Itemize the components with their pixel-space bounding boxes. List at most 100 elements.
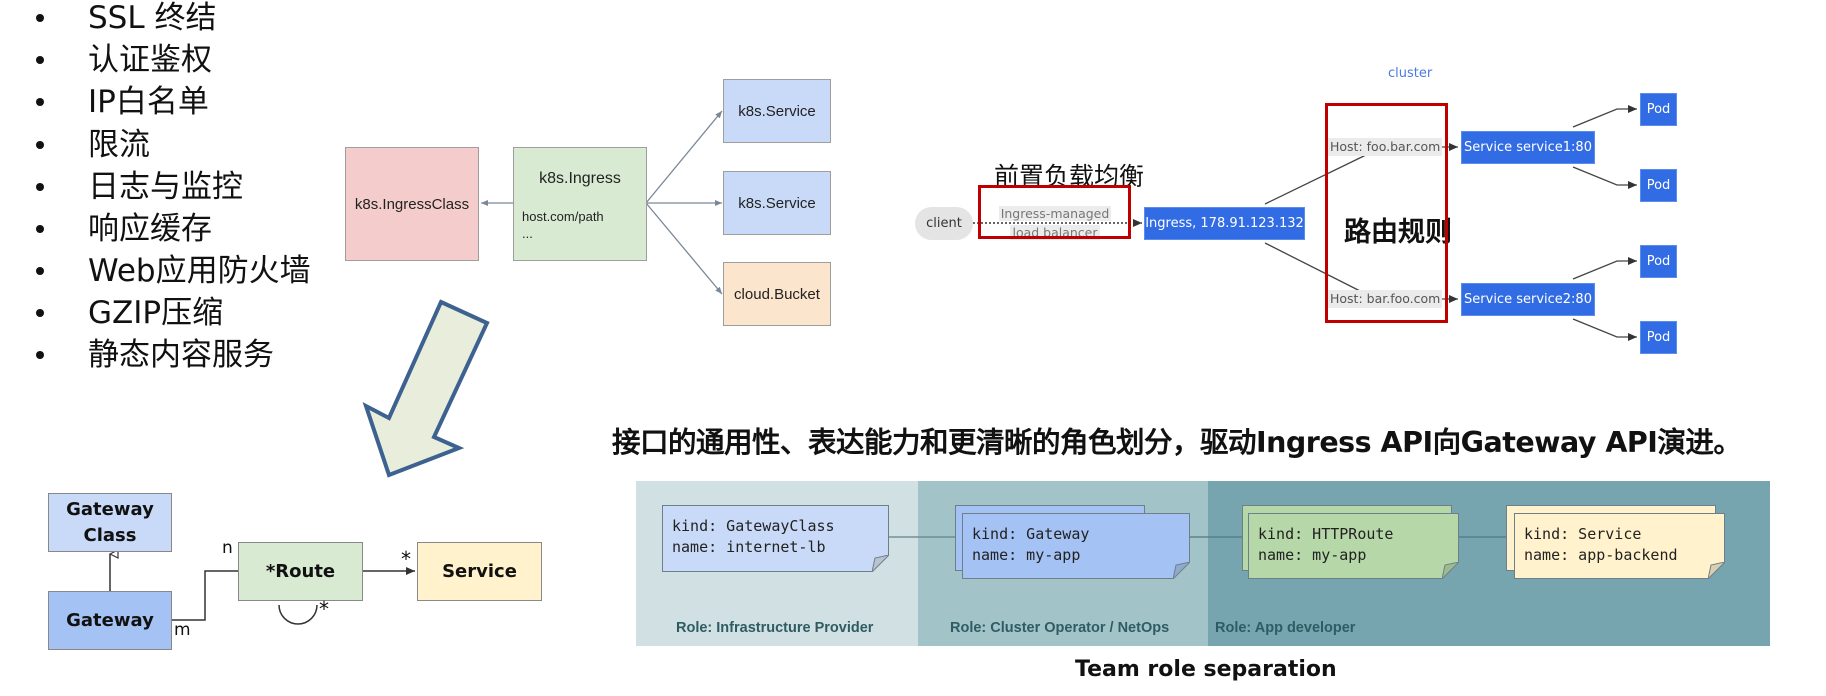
backend-service-box: k8s.Service — [723, 171, 831, 235]
feature-item: 静态内容服务 — [0, 334, 332, 376]
feature-list: SSL 终结 认证鉴权 IP白名单 限流 日志与监控 响应缓存 Web应用防火墙… — [0, 0, 332, 400]
ingress-box: k8s.Ingress host.com/path ... — [513, 147, 647, 261]
ingress-to-bucket-link — [645, 202, 723, 295]
pod-label: Pod — [1646, 102, 1671, 117]
feature-item: Web应用防火墙 — [0, 250, 332, 292]
gatewayclass-line1: Gateway — [66, 498, 154, 520]
ingressclass-label: k8s.IngressClass — [354, 195, 470, 213]
bullet-icon — [36, 56, 44, 64]
note-kind: kind: GatewayClass — [672, 517, 835, 535]
gateway-to-route-link — [171, 570, 238, 621]
feature-text: 静态内容服务 — [88, 337, 274, 373]
route-model-box: *Route — [238, 542, 363, 601]
pod-node: Pod — [1640, 169, 1677, 202]
feature-item: 认证鉴权 — [0, 39, 332, 81]
headline: 接口的通用性、表达能力和更清晰的角色划分，驱动Ingress API向Gatew… — [612, 426, 1742, 459]
bullet-icon — [36, 267, 44, 275]
ingress-to-host1-link — [1264, 153, 1369, 205]
ingress-rules: host.com/path ... — [522, 208, 604, 242]
service2-to-pod3-link — [1572, 257, 1637, 280]
pod-label: Pod — [1646, 178, 1671, 193]
backend-label: k8s.Service — [738, 102, 816, 120]
backend-bucket-box: cloud.Bucket — [723, 262, 831, 326]
bullet-icon — [36, 98, 44, 106]
service-node-label: Service service2:80 — [1464, 292, 1592, 307]
routing-rules-highlight — [1325, 103, 1448, 323]
gateway-model-box: Gateway — [48, 591, 172, 650]
pod-label: Pod — [1646, 330, 1671, 345]
note-name: name: my-app — [972, 546, 1081, 564]
note-kind: kind: Gateway — [972, 525, 1090, 543]
bullet-icon — [36, 309, 44, 317]
service-node: Service service1:80 — [1461, 131, 1595, 164]
host-rule-label: Host: bar.foo.com — [1328, 290, 1443, 308]
gateway-model-label: Gateway — [66, 609, 154, 631]
backend-label: cloud.Bucket — [734, 285, 820, 303]
bullet-icon — [36, 183, 44, 191]
feature-text: IP白名单 — [88, 84, 209, 120]
client-label: client — [926, 216, 962, 231]
httproute-resource-note: kind: HTTPRoute name: my-app — [1248, 513, 1459, 579]
role-label-infrastructure: Role: Infrastructure Provider — [676, 620, 874, 636]
service1-to-pod1-link — [1572, 105, 1637, 128]
multiplicity-m: m — [174, 620, 191, 640]
note-kind: kind: HTTPRoute — [1258, 525, 1394, 543]
gateway-model-links — [0, 0, 415, 625]
feature-item: 限流 — [0, 124, 332, 166]
feature-text: 认证鉴权 — [88, 42, 212, 78]
ingress-node-label: Ingress, 178.91.123.132 — [1145, 216, 1304, 231]
feature-text: 日志与监控 — [88, 169, 243, 205]
gatewayclass-resource-note: kind: GatewayClass name: internet-lb — [662, 505, 889, 572]
service1-to-pod2-link — [1572, 166, 1637, 189]
page-fold-icon — [1442, 562, 1459, 579]
feature-text: Web应用防火墙 — [88, 253, 311, 289]
routing-rules-annotation: 路由规则 — [1344, 217, 1452, 248]
load-balancer-highlight — [978, 185, 1131, 239]
service-node: Service service2:80 — [1461, 283, 1595, 316]
backend-service-box: k8s.Service — [723, 79, 831, 143]
multiplicity-n: n — [222, 538, 233, 558]
service2-to-pod4-link — [1572, 318, 1637, 341]
feature-text: 响应缓存 — [88, 211, 212, 247]
role-label-app-developer: Role: App developer — [1215, 620, 1356, 636]
ingress-title: k8s.Ingress — [539, 170, 621, 187]
route-model-label: *Route — [265, 560, 336, 582]
bullet-icon — [36, 141, 44, 149]
ingress-rule: host.com/path — [522, 209, 604, 224]
client-node: client — [915, 207, 973, 240]
gateway-resource-note: kind: Gateway name: my-app — [962, 513, 1190, 579]
feature-item: IP白名单 — [0, 81, 332, 123]
feature-item: SSL 终结 — [0, 0, 332, 39]
cluster-label: cluster — [1388, 66, 1433, 81]
feature-text: 限流 — [88, 127, 150, 163]
page-fold-icon — [1173, 562, 1190, 579]
backend-label: k8s.Service — [738, 194, 816, 212]
role-label-cluster-operator: Role: Cluster Operator / NetOps — [950, 620, 1170, 636]
feature-item: GZIP压缩 — [0, 292, 332, 334]
ingress-more: ... — [522, 226, 533, 241]
host-rule-label: Host: foo.bar.com — [1328, 138, 1443, 156]
service-model-box: Service — [417, 542, 542, 601]
multiplicity-route-service: * — [401, 547, 411, 571]
feature-text: SSL 终结 — [88, 0, 217, 36]
feature-text: GZIP压缩 — [88, 295, 224, 331]
route-self-link — [278, 604, 318, 625]
gatewayclass-line2: Class — [83, 524, 137, 546]
feature-item: 日志与监控 — [0, 166, 332, 208]
bullet-icon — [36, 14, 44, 22]
service-node-label: Service service1:80 — [1464, 140, 1592, 155]
gatewayclass-model-box: Gateway Class — [48, 493, 172, 552]
ingress-to-service1-link — [645, 110, 723, 204]
pod-node: Pod — [1640, 321, 1677, 354]
multiplicity-route-self: * — [319, 597, 329, 621]
service-resource-note: kind: Service name: app-backend — [1514, 513, 1725, 579]
note-name: name: app-backend — [1524, 546, 1678, 564]
feature-item: 响应缓存 — [0, 208, 332, 250]
note-name: name: my-app — [1258, 546, 1367, 564]
ingress-node: Ingress, 178.91.123.132 — [1144, 207, 1305, 240]
page-fold-icon — [1708, 562, 1725, 579]
ingressclass-box: k8s.IngressClass — [345, 147, 479, 261]
bullet-icon — [36, 225, 44, 233]
